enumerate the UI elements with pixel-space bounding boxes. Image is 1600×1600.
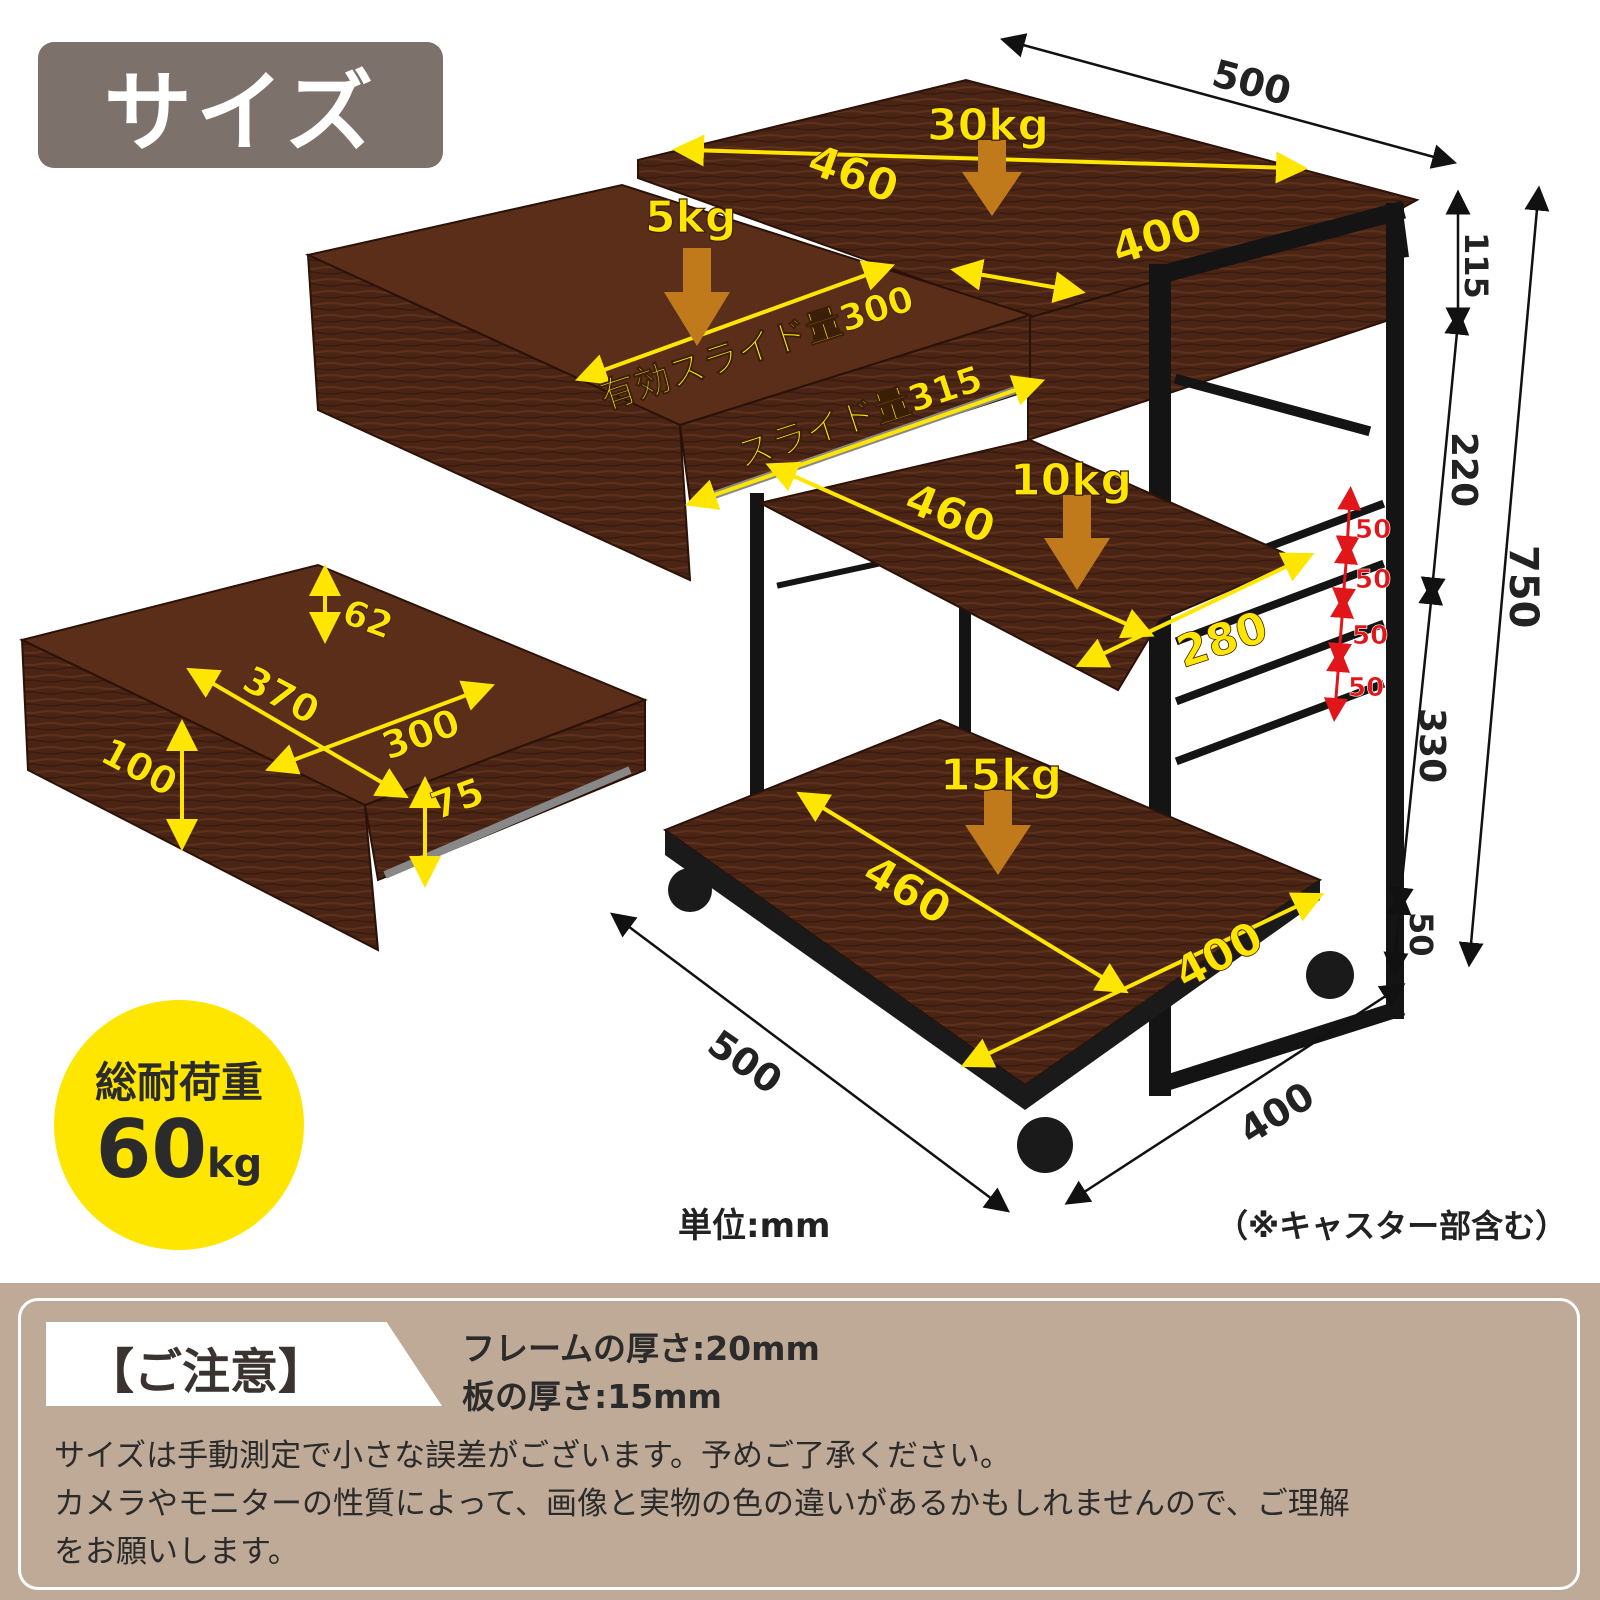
adjust-arrows — [1323, 486, 1362, 722]
load-label-middle: 10kg — [1010, 455, 1132, 506]
unit-text: 単位:mm — [678, 1206, 831, 1246]
dim-adjust-step-3: 50 — [1352, 621, 1388, 651]
notice-box — [18, 1298, 1580, 1590]
page-title-text: サイズ — [103, 60, 378, 164]
notice-line-1: サイズは手動測定で小さな誤差がございます。予めご了承ください。 — [54, 1438, 1011, 1474]
dim-height-top: 115 — [1457, 232, 1495, 299]
notice-label: 【ご注意】 — [86, 1344, 327, 1400]
notice-label-tag: 【ご注意】 — [46, 1322, 442, 1406]
notice-line-3: をお願いします。 — [54, 1534, 299, 1570]
total-load-unit: kg — [207, 1141, 263, 1188]
total-load-value: 60 — [95, 1103, 208, 1197]
dim-height-middle: 220 — [1443, 432, 1484, 507]
total-load-badge: 総耐荷重 60kg — [54, 1000, 304, 1250]
board-thickness: 板の厚さ:15mm — [462, 1377, 722, 1416]
dim-overall-width-top: 500 — [1208, 51, 1296, 114]
dim-height-lower: 330 — [1411, 708, 1452, 783]
dim-adjust-step-2: 50 — [1355, 565, 1391, 595]
dim-height-caster: 50 — [1402, 912, 1440, 957]
load-label-top: 30kg — [927, 100, 1049, 151]
dim-overall-depth-bottom: 400 — [1231, 1073, 1322, 1152]
frame-thickness: フレームの厚さ:20mm — [462, 1329, 820, 1368]
dim-adjust-step-1: 50 — [1355, 515, 1391, 545]
load-arrows — [664, 140, 1110, 875]
load-label-drawer: 5kg — [645, 192, 736, 243]
notice-line-2: カメラやモニターの性質によって、画像と実物の色の違いがあるかもしれませんので、ご… — [54, 1486, 1350, 1522]
total-load-label: 総耐荷重 — [94, 1057, 263, 1107]
dim-overall-width-bottom: 500 — [700, 1021, 790, 1103]
black-dimension-lines — [610, 33, 1550, 1213]
dim-adjust-step-4: 50 — [1348, 673, 1384, 703]
caster-note: （※キャスター部含む） — [1216, 1207, 1568, 1245]
dim-height-total: 750 — [1500, 545, 1546, 629]
yellow-dimension-lines — [166, 134, 1325, 1068]
page-title: サイズ — [38, 42, 443, 168]
total-load-value-wrap: 60kg — [96, 1110, 263, 1190]
load-label-bottom: 15kg — [940, 750, 1062, 801]
